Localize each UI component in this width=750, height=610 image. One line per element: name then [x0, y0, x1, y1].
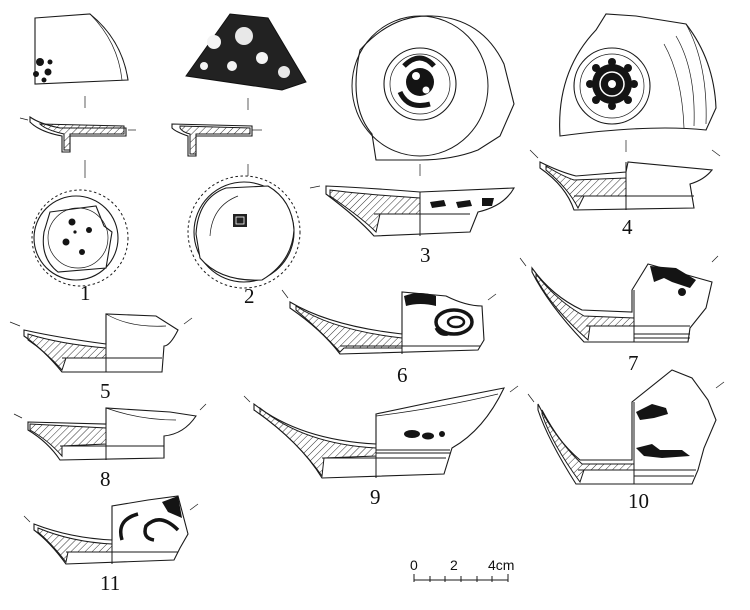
- specimen-5: 5: [9, 313, 193, 403]
- specimen-8: 8: [13, 403, 207, 491]
- specimen-5-profile: [9, 313, 193, 373]
- floral-motif-icon: [33, 58, 53, 83]
- specimen-number: 3: [420, 243, 431, 267]
- glaze-pattern-icon: [650, 266, 696, 296]
- specimen-1-profile: [19, 115, 136, 153]
- specimen-7-profile: [519, 255, 719, 343]
- specimen-2-top-view: [185, 13, 307, 91]
- specimen-6-profile: [281, 289, 497, 355]
- spiral-motif-icon: [404, 293, 474, 336]
- specimen-number: 11: [100, 571, 120, 595]
- floral-motif-icon: [62, 218, 92, 255]
- specimen-number: 9: [370, 485, 381, 509]
- specimen-number: 4: [622, 215, 633, 239]
- specimen-number: 7: [628, 351, 639, 375]
- specimen-2-profile: [171, 123, 262, 157]
- floral-motif-icon: [397, 55, 436, 108]
- glaze-pattern-icon: [404, 430, 445, 440]
- specimen-number: 6: [397, 363, 408, 387]
- specimen-number: 2: [244, 284, 255, 308]
- specimen-3-profile: [309, 185, 515, 237]
- specimen-9: 9: [243, 385, 519, 509]
- specimen-number: 8: [100, 467, 111, 491]
- scale-label-2: 2: [450, 557, 458, 573]
- specimen-7: 7: [519, 255, 719, 375]
- specimen-number: 10: [628, 489, 649, 513]
- specimen-4: 4: [529, 13, 721, 239]
- specimen-1-top-view: [33, 13, 129, 85]
- scale-bar: 0 2 4cm: [410, 557, 514, 582]
- specimen-number: 5: [100, 379, 111, 403]
- specimen-10: 10: [527, 369, 725, 513]
- specimen-2-base-view: [187, 175, 301, 289]
- scale-label-0: 0: [410, 557, 418, 573]
- specimen-4-top-view: [559, 13, 717, 137]
- specimen-6: 6: [281, 289, 497, 387]
- specimen-number: 1: [80, 281, 91, 305]
- specimen-4-profile: [529, 149, 721, 211]
- specimen-3-top-view: [351, 15, 515, 161]
- specimen-10-profile: [527, 369, 725, 485]
- flower-medallion-icon: [586, 58, 638, 110]
- glaze-pattern-icon: [636, 404, 690, 458]
- specimen-11: 11: [23, 495, 199, 595]
- specimen-2: 2: [171, 13, 307, 308]
- specimen-3: 3: [309, 15, 515, 267]
- scale-label-4cm: 4cm: [488, 557, 514, 573]
- specimen-8-profile: [13, 403, 207, 461]
- glaze-pattern-icon: [119, 496, 182, 542]
- specimen-1-base-view: [31, 189, 129, 287]
- specimen-9-profile: [243, 385, 519, 479]
- specimen-1: 1: [19, 13, 136, 305]
- specimen-11-profile: [23, 495, 199, 565]
